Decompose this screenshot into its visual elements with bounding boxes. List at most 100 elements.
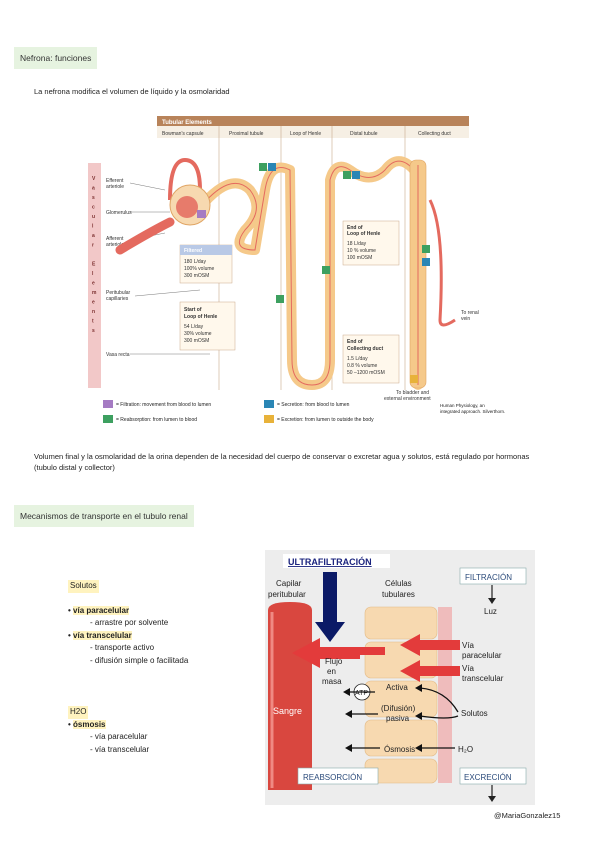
- legend-reabsorption: = Reabsorption: from lumen to blood: [116, 417, 197, 423]
- section-heading-mecanismos: Mecanismos de transporte en el tubulo re…: [14, 505, 194, 527]
- flujo-label: Flujo: [325, 657, 343, 666]
- svg-text:arteriole: arteriole: [106, 184, 124, 190]
- svg-text:100 mOSM: 100 mOSM: [347, 255, 372, 261]
- svg-text:0.8 % volume: 0.8 % volume: [347, 363, 378, 369]
- label-peritubular: Peritubular: [106, 290, 131, 296]
- vascular-letter: n: [92, 309, 95, 315]
- svg-text:Loop of Henle: Loop of Henle: [184, 314, 218, 320]
- svg-text:Loop of Henle: Loop of Henle: [347, 231, 381, 237]
- svg-text:integrated approach. Silvertho: integrated approach. Silverthorn.: [440, 409, 505, 414]
- end-duct-title: End of: [347, 339, 363, 345]
- end-loop-box: [342, 220, 400, 266]
- filtracion-label: FILTRACIÓN: [465, 573, 512, 582]
- h2o-item-1: - vía paracelular: [90, 732, 148, 741]
- sangre-label: Sangre: [273, 706, 302, 716]
- vascular-letter: c: [92, 205, 95, 211]
- svg-text:300 mOSM: 300 mOSM: [184, 273, 209, 279]
- vascular-letter: a: [92, 186, 95, 192]
- h2o-title: H2O: [68, 706, 89, 719]
- svg-text:peritubular: peritubular: [268, 590, 306, 599]
- svg-text:tubulares: tubulares: [382, 590, 415, 599]
- svg-text:100% volume: 100% volume: [184, 266, 215, 272]
- vascular-letter: E: [92, 262, 96, 268]
- svg-text:external environment: external environment: [384, 396, 431, 402]
- svg-text:transcelular: transcelular: [462, 674, 504, 683]
- svg-text:10 % volume: 10 % volume: [347, 248, 376, 254]
- solutos-label: Solutos: [461, 709, 488, 718]
- celulas-label: Células: [385, 579, 412, 588]
- svg-text:18 L/day: 18 L/day: [347, 241, 367, 247]
- intro-text: La nefrona modifica el volumen de líquid…: [34, 87, 230, 96]
- h2o-item-0: • ósmosis: [68, 719, 106, 729]
- solutos-item-2: • vía transcelular: [68, 630, 132, 640]
- legend-filtration: = Filtration: movement from blood to lum…: [116, 402, 211, 408]
- col-proximal: Proximal tubule: [229, 131, 264, 137]
- svg-text:arteriole: arteriole: [106, 242, 124, 248]
- svg-text:50 –1200 mOSM: 50 –1200 mOSM: [347, 370, 385, 376]
- vascular-letter: s: [92, 195, 95, 201]
- svg-text:masa: masa: [322, 677, 342, 686]
- end-duct-box: [342, 334, 400, 384]
- vascular-letter: l: [92, 224, 94, 230]
- svg-text:en: en: [327, 667, 336, 676]
- renal-vein-label: To renal: [461, 310, 479, 316]
- svg-text:vein: vein: [461, 316, 470, 322]
- vascular-letter: a: [92, 233, 95, 239]
- vascular-letter: l: [92, 271, 94, 277]
- label-glomerulus: Glomerulus: [106, 210, 132, 216]
- legend-secretion: = Secretion: from blood to lumen: [277, 402, 350, 408]
- activa-label: Activa: [386, 683, 408, 692]
- osmosis-label: Ósmosis: [384, 745, 415, 754]
- h2o-item-2: - vía transcelular: [90, 744, 150, 754]
- end-loop-title: End of: [347, 225, 363, 231]
- tubular-elements-header: Tubular Elements: [162, 120, 213, 126]
- vascular-letter: e: [92, 281, 95, 287]
- svg-text:300 mOSM: 300 mOSM: [184, 338, 209, 344]
- luz-label: Luz: [484, 607, 497, 616]
- svg-text:54 L/day: 54 L/day: [184, 324, 204, 330]
- solutos-title: Solutos: [68, 580, 99, 593]
- vascular-letter: t: [92, 319, 94, 325]
- label-efferent: Efferent: [106, 178, 124, 184]
- label-afferent: Afferent: [106, 236, 124, 242]
- solutos-item-1: - arrastre por solvente: [90, 618, 169, 627]
- vascular-letter: e: [92, 300, 95, 306]
- secretion-marker: [268, 163, 276, 171]
- section-heading-nefrona: Nefrona: funciones: [14, 47, 98, 69]
- vascular-letter: V: [92, 176, 96, 182]
- svg-text:Collecting duct: Collecting duct: [347, 346, 383, 352]
- via-trans-label: Vía: [462, 664, 475, 673]
- process-markers: [197, 163, 430, 383]
- atp-label: ATP: [355, 690, 368, 697]
- svg-text:1.5 L/day: 1.5 L/day: [347, 356, 368, 362]
- svg-text:180 L/day: 180 L/day: [184, 259, 206, 265]
- solutos-item-3: - transporte activo: [90, 643, 155, 652]
- signature: @MariaGonzalez15: [494, 811, 561, 820]
- col-distal: Distal tubule: [350, 131, 378, 137]
- vascular-letter: s: [92, 328, 95, 334]
- column-labels: Bowman's capsule Proximal tubule Loop of…: [162, 131, 451, 137]
- start-loop-box: [179, 301, 236, 351]
- ultra-title: ULTRAFILTRACIÓN: [288, 556, 372, 567]
- h2o-label: H₂O: [458, 745, 473, 754]
- vascular-letter: m: [92, 290, 97, 296]
- legend-excretion: = Excretion: from lumen to outside the b…: [277, 417, 374, 423]
- start-loop-title: Start of: [184, 307, 202, 313]
- reabsorcion-label: REABSORCIÓN: [303, 773, 362, 782]
- vascular-letter: r: [92, 243, 94, 249]
- svg-text:capillaries: capillaries: [106, 296, 129, 302]
- capilar-label: Capilar: [276, 579, 302, 588]
- note-text: Volumen final y la osmolaridad de la ori…: [34, 452, 530, 472]
- credit: Human Physiology, an: [440, 403, 485, 408]
- via-para-label: Vía: [462, 641, 475, 650]
- col-loop: Loop of Henle: [290, 131, 321, 137]
- svg-text:pasiva: pasiva: [386, 714, 410, 723]
- svg-text:paracelular: paracelular: [462, 651, 502, 660]
- label-vasa-recta: Vasa recta: [106, 352, 130, 358]
- filtration-marker: [197, 210, 206, 218]
- solutos-item-4: - difusión simple o facilitada: [90, 655, 189, 665]
- filtered-title: Filtered: [184, 248, 202, 254]
